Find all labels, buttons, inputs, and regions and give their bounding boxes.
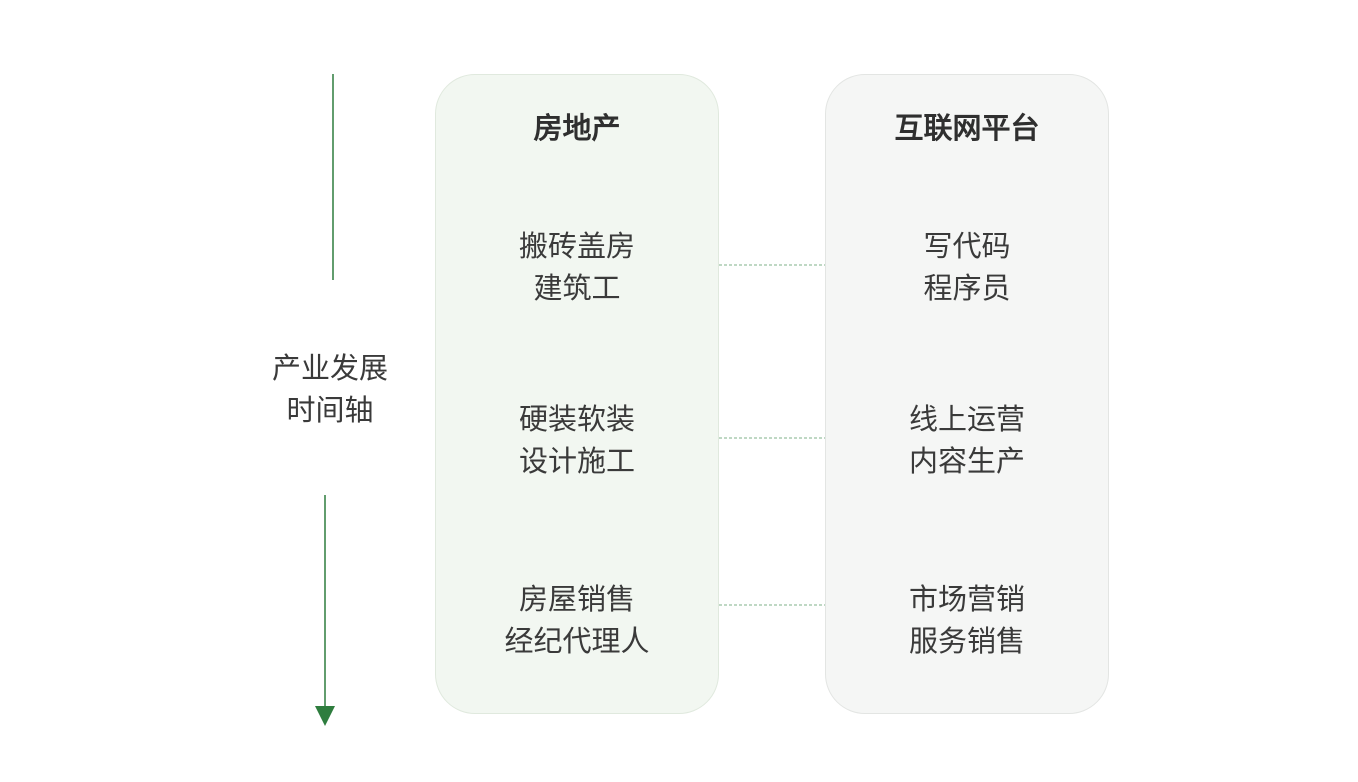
real-estate-node-1-line1: 搬砖盖房 bbox=[518, 229, 635, 263]
timeline-arrowhead bbox=[315, 706, 335, 726]
real-estate-title: 房地产 bbox=[533, 111, 621, 145]
internet-platform-title: 互联网平台 bbox=[894, 111, 1040, 145]
real-estate-node-2-line2: 设计施工 bbox=[518, 444, 635, 478]
timeline-label-line2: 时间轴 bbox=[286, 393, 374, 427]
real-estate-node-3: 房屋销售 经纪代理人 bbox=[436, 578, 718, 662]
internet-node-2-line2: 内容生产 bbox=[908, 444, 1025, 478]
timeline-label-line1: 产业发展 bbox=[271, 351, 388, 385]
real-estate-panel: 房地产 搬砖盖房 建筑工 硬装软装 设计施工 房屋销售 经纪代理人 bbox=[435, 74, 719, 714]
internet-node-3-line1: 市场营销 bbox=[908, 582, 1025, 616]
real-estate-node-3-line1: 房屋销售 bbox=[518, 582, 635, 616]
real-estate-node-1: 搬砖盖房 建筑工 bbox=[436, 225, 718, 309]
timeline-label: 产业发展 时间轴 bbox=[240, 347, 420, 431]
internet-node-1-line1: 写代码 bbox=[923, 229, 1011, 263]
internet-node-1-line2: 程序员 bbox=[923, 271, 1011, 305]
internet-node-3: 市场营销 服务销售 bbox=[826, 578, 1108, 662]
internet-node-1: 写代码 程序员 bbox=[826, 225, 1108, 309]
internet-node-2: 线上运营 内容生产 bbox=[826, 398, 1108, 482]
internet-node-2-line1: 线上运营 bbox=[908, 402, 1025, 436]
real-estate-node-1-line2: 建筑工 bbox=[533, 271, 621, 305]
real-estate-node-3-line2: 经纪代理人 bbox=[504, 624, 650, 658]
internet-platform-panel: 互联网平台 写代码 程序员 线上运营 内容生产 市场营销 服务销售 bbox=[825, 74, 1109, 714]
real-estate-node-2-line1: 硬装软装 bbox=[518, 402, 635, 436]
real-estate-node-2: 硬装软装 设计施工 bbox=[436, 398, 718, 482]
internet-node-3-line2: 服务销售 bbox=[908, 624, 1025, 658]
